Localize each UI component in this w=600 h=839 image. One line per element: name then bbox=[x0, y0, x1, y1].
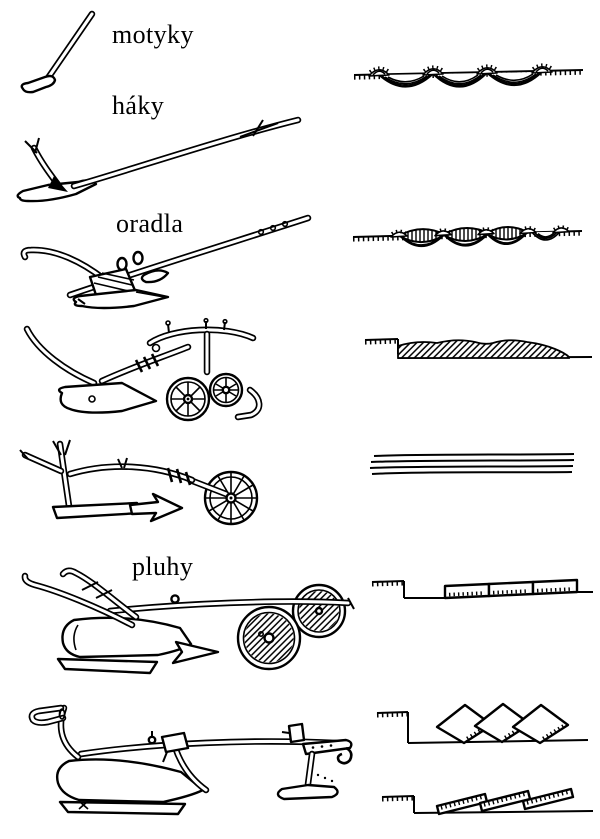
label-oradla: oradla bbox=[116, 209, 184, 238]
shallow-wavy-hoe-marks-icon bbox=[353, 63, 584, 88]
one-wheeled-ard-icon bbox=[19, 439, 259, 526]
flat-parallel-layers-icon bbox=[369, 453, 575, 475]
hatched-ard-furrow-scoops-icon bbox=[352, 225, 583, 248]
rectangular-furrow-slices-icon bbox=[371, 578, 593, 600]
tilted-square-furrow-slices-icon bbox=[376, 702, 589, 745]
continuous-hatched-tilled-band-icon bbox=[364, 338, 593, 359]
label-pluhy: pluhy bbox=[132, 552, 194, 581]
hoe-icon bbox=[20, 10, 96, 94]
swing-plough-icon bbox=[28, 704, 353, 816]
label-motyky: motyky bbox=[112, 20, 194, 49]
label-haky: háky bbox=[112, 91, 165, 120]
hook-ard-icon bbox=[16, 116, 302, 203]
wheeled-plough-icon bbox=[21, 567, 355, 675]
two-wheeled-ard-icon bbox=[23, 317, 263, 422]
bow-ard-icon bbox=[20, 214, 312, 310]
overlapping-inverted-slabs-icon bbox=[381, 787, 594, 816]
